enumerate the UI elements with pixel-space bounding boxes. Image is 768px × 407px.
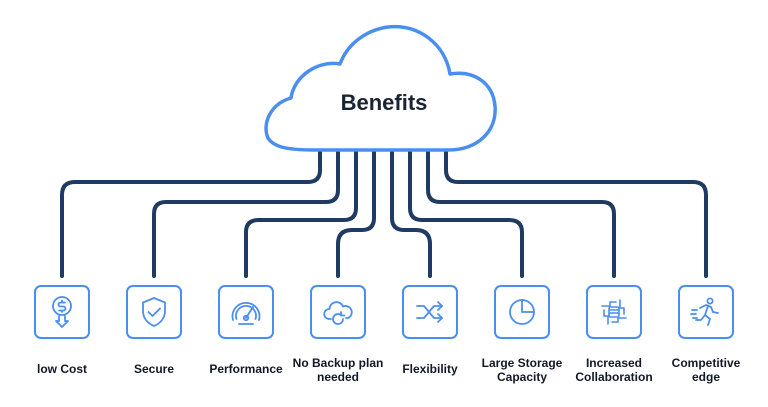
cloud-refresh-icon <box>323 301 353 325</box>
benefit-label-competitive: Competitive edge <box>671 356 741 384</box>
connector-line-performance <box>244 148 358 278</box>
connector-line-large-storage <box>408 148 524 278</box>
speedometer-icon <box>231 302 261 325</box>
benefit-box-flexibility <box>402 285 458 339</box>
connector-line-competitive <box>444 148 708 278</box>
benefit-box-competitive <box>678 285 734 339</box>
benefit-label-low-cost: low Cost <box>37 362 87 376</box>
benefit-box-collaboration <box>586 285 642 339</box>
connector-line-no-backup <box>336 148 376 278</box>
runner-icon <box>690 297 719 326</box>
pie-chart-icon <box>509 299 535 325</box>
connector-line-collaboration <box>426 148 616 278</box>
connector-line-low-cost <box>60 148 322 278</box>
benefit-label-performance: Performance <box>209 362 283 376</box>
connector-line-flexibility <box>390 148 432 278</box>
benefit-box-large-storage <box>494 285 550 339</box>
benefit-box-low-cost <box>34 285 90 339</box>
benefit-box-performance <box>218 285 274 339</box>
shield-check-icon <box>142 297 166 327</box>
benefit-label-no-backup: No Backup plan needed <box>292 356 384 384</box>
benefit-box-no-backup <box>310 285 366 339</box>
connector-lines <box>60 148 708 278</box>
hands-collaboration-icon <box>601 299 627 325</box>
benefit-label-collaboration: Increased Collaboration <box>575 356 653 384</box>
benefit-label-large-storage: Large Storage Capacity <box>481 356 563 384</box>
benefit-label-secure: Secure <box>133 362 175 376</box>
connector-line-secure <box>152 148 340 278</box>
diagram-title: Benefits <box>340 90 428 115</box>
benefit-box-secure <box>126 285 182 339</box>
benefit-label-flexibility: Flexibility <box>402 362 458 376</box>
dollar-coin-down-arrow-icon <box>52 296 72 328</box>
shuffle-arrows-icon <box>416 301 443 323</box>
cloud-shape <box>264 25 497 152</box>
